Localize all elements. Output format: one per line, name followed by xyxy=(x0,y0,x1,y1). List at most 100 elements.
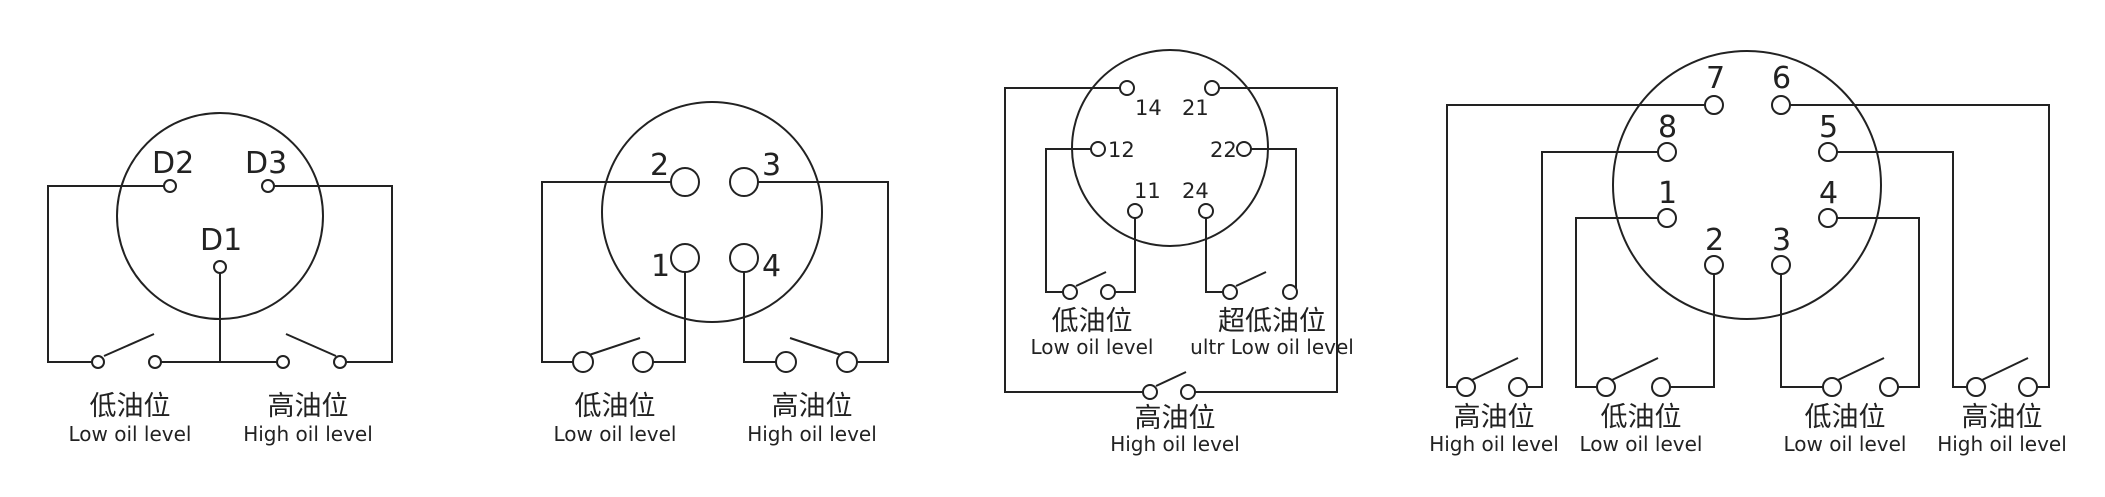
connector-outline xyxy=(601,101,823,323)
switch-4-label-cn: 高油位 xyxy=(1962,402,2043,433)
pin-label-d2: D2 xyxy=(152,146,194,181)
switch-high-contact-b xyxy=(1180,384,1196,400)
switch-2-contact-a xyxy=(1596,377,1616,397)
switch-high-blade xyxy=(789,337,842,356)
pin-label-4: 4 xyxy=(1819,176,1838,211)
diagram-2: 2 3 1 4 低油位 Low oil level 高油位 High oil l… xyxy=(541,101,889,446)
switch-low-contact-a xyxy=(572,351,594,373)
switch-low-label-cn: 低油位 xyxy=(1052,306,1133,337)
switch-3-contact-a xyxy=(1822,377,1842,397)
pin-label-6: 6 xyxy=(1772,61,1791,96)
pin-7 xyxy=(1704,95,1724,115)
wire-pin-2 xyxy=(541,181,685,363)
switch-low-contact-b xyxy=(1100,284,1116,300)
pin-11 xyxy=(1127,203,1143,219)
pin-label-2: 2 xyxy=(650,148,669,183)
switch-low-blade xyxy=(1075,271,1107,287)
wire-pin-1 xyxy=(643,258,686,363)
pin-1 xyxy=(670,243,700,273)
pin-label-d3: D3 xyxy=(245,146,287,181)
switch-ultra-low-blade xyxy=(1235,271,1267,287)
switch-low-label-en: Low oil level xyxy=(553,422,676,446)
switch-low-label-en: Low oil level xyxy=(68,422,191,446)
switch-low-contact-a xyxy=(1062,284,1078,300)
switch-1-contact-b xyxy=(1508,377,1528,397)
switch-high-blade xyxy=(1155,371,1187,387)
switch-high-label-cn: 高油位 xyxy=(1135,403,1216,434)
wire-pin-12 xyxy=(1045,148,1098,293)
switch-4-contact-b xyxy=(2018,377,2038,397)
pin-label-5: 5 xyxy=(1819,110,1838,145)
switch-2-label-cn: 低油位 xyxy=(1601,402,1682,433)
wire-d3 xyxy=(268,185,393,363)
wire-pin-3 xyxy=(744,181,889,363)
diagram-4: 7 6 8 5 1 4 2 3 高油位 High oil level 低油位 L… xyxy=(1429,50,2067,456)
pin-8 xyxy=(1657,142,1677,162)
switch-low-blade xyxy=(588,337,641,356)
pin-label-8: 8 xyxy=(1658,110,1677,145)
pin-1 xyxy=(1657,208,1677,228)
pin-d2 xyxy=(163,179,177,193)
switch-high-contact-b xyxy=(836,351,858,373)
pin-label-1: 1 xyxy=(651,249,670,284)
switch-3-label-cn: 低油位 xyxy=(1805,402,1886,433)
switch-high-contact-a xyxy=(775,351,797,373)
wire-pin-14 xyxy=(1004,87,1150,393)
pin-21 xyxy=(1204,80,1220,96)
switch-high-label-en: High oil level xyxy=(243,422,373,446)
switch-high-blade xyxy=(285,333,337,357)
switch-high-label-cn: 高油位 xyxy=(772,391,853,422)
switch-4-contact-a xyxy=(1966,377,1986,397)
wire-pin-11 xyxy=(1108,211,1136,293)
switch-2-label-en: Low oil level xyxy=(1579,432,1702,456)
switch-1-blade xyxy=(1471,357,1519,381)
switch-2-contact-b xyxy=(1651,377,1671,397)
switch-3-contact-b xyxy=(1879,377,1899,397)
pin-label-2: 2 xyxy=(1705,223,1724,258)
switch-low-contact-b xyxy=(148,355,162,369)
pin-label-12: 12 xyxy=(1108,138,1135,162)
wire-pin-21 xyxy=(1188,87,1338,393)
wire-pin-2 xyxy=(1661,265,1715,388)
pin-label-21: 21 xyxy=(1182,96,1209,120)
pin-12 xyxy=(1090,141,1106,157)
switch-low-blade xyxy=(103,333,155,357)
wire-pin-5 xyxy=(1828,151,1976,388)
switch-high-label-en: High oil level xyxy=(1110,432,1240,456)
switch-1-label-en: High oil level xyxy=(1429,432,1559,456)
switch-ultra-low-contact-a xyxy=(1222,284,1238,300)
pin-label-22: 22 xyxy=(1210,138,1237,162)
pin-4 xyxy=(729,243,759,273)
switch-1-label-cn: 高油位 xyxy=(1454,402,1535,433)
pin-label-11: 11 xyxy=(1134,179,1161,203)
pin-22 xyxy=(1236,141,1252,157)
diagram-3: 14 21 12 22 11 24 低油位 Low oil level 超低油位… xyxy=(1004,49,1354,456)
pin-14 xyxy=(1119,80,1135,96)
connector-outline xyxy=(1612,50,1882,320)
switch-high-label-en: High oil level xyxy=(747,422,877,446)
pin-6 xyxy=(1771,95,1791,115)
pin-4 xyxy=(1818,208,1838,228)
switch-2-blade xyxy=(1611,357,1659,381)
switch-low-label-en: Low oil level xyxy=(1030,335,1153,359)
pin-label-4: 4 xyxy=(762,249,781,284)
pin-2 xyxy=(670,167,700,197)
wire-pin-24 xyxy=(1205,211,1230,293)
switch-ultra-low-label-cn: 超低油位 xyxy=(1218,306,1326,337)
wire-pin-8 xyxy=(1518,151,1667,388)
pin-2 xyxy=(1704,255,1724,275)
wire-pin-4 xyxy=(743,258,786,363)
pin-label-7: 7 xyxy=(1706,61,1725,96)
switch-low-label-cn: 低油位 xyxy=(90,391,171,422)
pin-3 xyxy=(1771,255,1791,275)
switch-1-contact-a xyxy=(1456,377,1476,397)
pin-label-1: 1 xyxy=(1658,176,1677,211)
pin-label-3: 3 xyxy=(1772,223,1791,258)
pin-label-24: 24 xyxy=(1182,179,1209,203)
wire-pin-4 xyxy=(1828,217,1920,388)
pin-label-d1: D1 xyxy=(200,223,242,258)
pin-d1 xyxy=(213,260,227,274)
pin-label-14: 14 xyxy=(1135,96,1162,120)
pin-d3 xyxy=(261,179,275,193)
wire-pin-3 xyxy=(1780,265,1832,388)
